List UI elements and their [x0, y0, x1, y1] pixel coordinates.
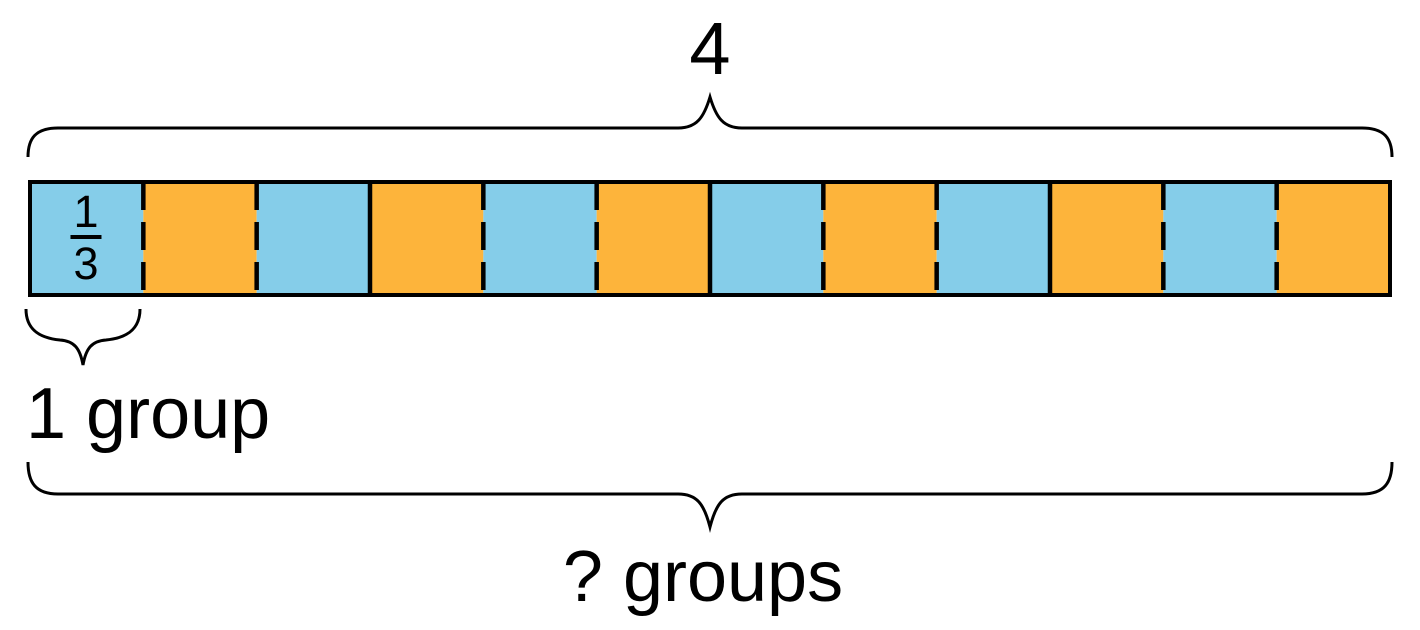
tape-bar-dividers: [141, 182, 1279, 295]
tape-cell-2-orange: [143, 182, 257, 295]
tape-cell-8-orange: [823, 182, 937, 295]
tape-bar-cells: [30, 182, 1390, 295]
question-brace: [26, 461, 1394, 533]
tape-cell-11-blue: [1163, 182, 1277, 295]
tape-cell-5-blue: [483, 182, 597, 295]
tape-cell-3-blue: [256, 182, 370, 295]
tape-bar-border: [28, 180, 1392, 297]
fraction-numerator: 1: [70, 189, 102, 240]
question-label: ? groups: [562, 537, 844, 617]
one-group-brace: [24, 308, 142, 366]
total-brace: [26, 91, 1394, 158]
tape-cell-7-blue: [710, 182, 824, 295]
total-label: 4: [689, 7, 731, 90]
tape-cell-4-orange: [370, 182, 484, 295]
unit-fraction-label: 1 3: [70, 189, 102, 290]
tape-cell-6-orange: [596, 182, 710, 295]
one-group-label: 1 group: [26, 374, 271, 454]
tape-cell-10-orange: [1050, 182, 1164, 295]
tape-cell-12-orange: [1276, 182, 1390, 295]
fraction-denominator: 3: [73, 238, 99, 290]
tape-cell-9-blue: [936, 182, 1050, 295]
